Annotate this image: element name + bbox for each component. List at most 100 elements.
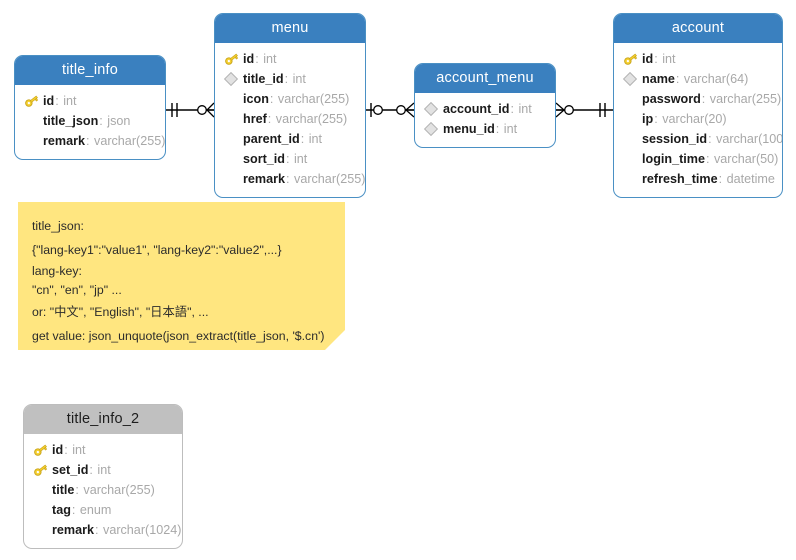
- relationship-menu-account_menu[interactable]: [366, 102, 415, 118]
- field-icon-spacer: [622, 109, 642, 129]
- field-icon-spacer: [223, 109, 243, 129]
- field-row[interactable]: sort_id: int: [223, 149, 357, 169]
- field-separator: :: [255, 52, 263, 66]
- field-type: varchar(255): [277, 92, 350, 106]
- field-row[interactable]: id: int: [622, 49, 774, 69]
- field-row[interactable]: title_json: json: [23, 111, 157, 131]
- field-type: varchar(255): [294, 172, 366, 186]
- field-name: set_id: [52, 463, 89, 477]
- field-separator: :: [267, 112, 275, 126]
- field-row[interactable]: login_time: varchar(50): [622, 149, 778, 169]
- field-row[interactable]: remark: varchar(255): [223, 169, 365, 189]
- field-name: session_id: [642, 132, 708, 146]
- field-separator: :: [300, 132, 308, 146]
- field-icon-spacer: [32, 480, 52, 500]
- field-row[interactable]: menu_id: int: [423, 119, 547, 139]
- field-separator: :: [64, 443, 72, 457]
- field-type: varchar(255): [275, 112, 348, 126]
- field-separator: :: [510, 102, 518, 116]
- note-line: or: "中文", "English", "日本語", ...: [32, 305, 209, 319]
- note-line: lang-key:: [32, 264, 82, 278]
- field-type: varchar(1024): [103, 523, 182, 537]
- field-name: remark: [43, 134, 86, 148]
- field-separator: :: [286, 152, 293, 166]
- field-row[interactable]: ip: varchar(20): [622, 109, 774, 129]
- field-row[interactable]: parent_id: int: [223, 129, 357, 149]
- field-name: remark: [52, 523, 95, 537]
- field-row[interactable]: name: varchar(64): [622, 69, 774, 89]
- field-icon-spacer: [622, 129, 642, 149]
- field-row[interactable]: set_id: int: [32, 460, 174, 480]
- field-icon-spacer: [622, 89, 642, 109]
- field-separator: :: [705, 152, 713, 166]
- field-separator: :: [675, 72, 683, 86]
- field-type: datetime: [726, 172, 775, 186]
- relationship-account_menu-account[interactable]: [555, 102, 613, 118]
- field-row[interactable]: icon: varchar(255): [223, 89, 357, 109]
- field-separator: :: [654, 52, 662, 66]
- field-row[interactable]: id: int: [23, 91, 157, 111]
- entity-title-account_menu: account_menu: [415, 64, 555, 93]
- field-type: int: [263, 52, 277, 66]
- field-name: id: [52, 443, 64, 457]
- field-row[interactable]: remark: varchar(255): [23, 131, 165, 151]
- field-name: href: [243, 112, 267, 126]
- field-type: varchar(50): [713, 152, 779, 166]
- field-name: ip: [642, 112, 654, 126]
- field-icon-spacer: [223, 149, 243, 169]
- diamond-icon: [423, 119, 443, 139]
- field-name: id: [243, 52, 255, 66]
- field-row[interactable]: remark: varchar(1024): [32, 520, 181, 540]
- field-name: refresh_time: [642, 172, 718, 186]
- field-row[interactable]: id: int: [32, 440, 174, 460]
- field-type: int: [308, 132, 322, 146]
- field-row[interactable]: href: varchar(255): [223, 109, 357, 129]
- field-type: json: [107, 114, 131, 128]
- field-name: icon: [243, 92, 269, 106]
- field-type: int: [518, 102, 532, 116]
- key-icon: [32, 460, 52, 480]
- field-separator: :: [495, 122, 503, 136]
- field-icon-spacer: [223, 129, 243, 149]
- field-type: enum: [79, 503, 112, 517]
- field-row[interactable]: account_id: int: [423, 99, 547, 119]
- field-row[interactable]: title_id: int: [223, 69, 357, 89]
- field-type: int: [294, 152, 308, 166]
- field-separator: :: [55, 94, 63, 108]
- field-separator: :: [86, 134, 94, 148]
- key-icon: [622, 49, 642, 69]
- field-row[interactable]: password: varchar(255): [622, 89, 781, 109]
- note-line: get value: json_unquote(json_extract(tit…: [32, 329, 325, 343]
- field-separator: :: [99, 114, 107, 128]
- field-separator: :: [95, 523, 103, 537]
- field-type: int: [97, 463, 111, 477]
- field-icon-spacer: [223, 169, 243, 189]
- diamond-icon: [622, 69, 642, 89]
- field-type: int: [292, 72, 306, 86]
- field-row[interactable]: id: int: [223, 49, 357, 69]
- entity-title-account: account: [614, 14, 782, 43]
- field-row[interactable]: tag: enum: [32, 500, 174, 520]
- note-line: title_json:: [32, 219, 84, 233]
- field-type: varchar(255): [94, 134, 166, 148]
- field-name: parent_id: [243, 132, 300, 146]
- field-row[interactable]: title: varchar(255): [32, 480, 174, 500]
- field-type: int: [503, 122, 518, 136]
- field-separator: :: [286, 172, 294, 186]
- field-row[interactable]: refresh_time: datetime: [622, 169, 775, 189]
- field-name: account_id: [443, 102, 510, 116]
- key-icon: [223, 49, 243, 69]
- field-row[interactable]: session_id: varchar(100): [622, 129, 782, 149]
- note-title_json[interactable]: title_json:{"lang-key1":"value1", "lang-…: [18, 202, 345, 350]
- field-type: varchar(20): [662, 112, 727, 126]
- field-icon-spacer: [32, 500, 52, 520]
- relationship-title_info-menu[interactable]: [166, 102, 215, 118]
